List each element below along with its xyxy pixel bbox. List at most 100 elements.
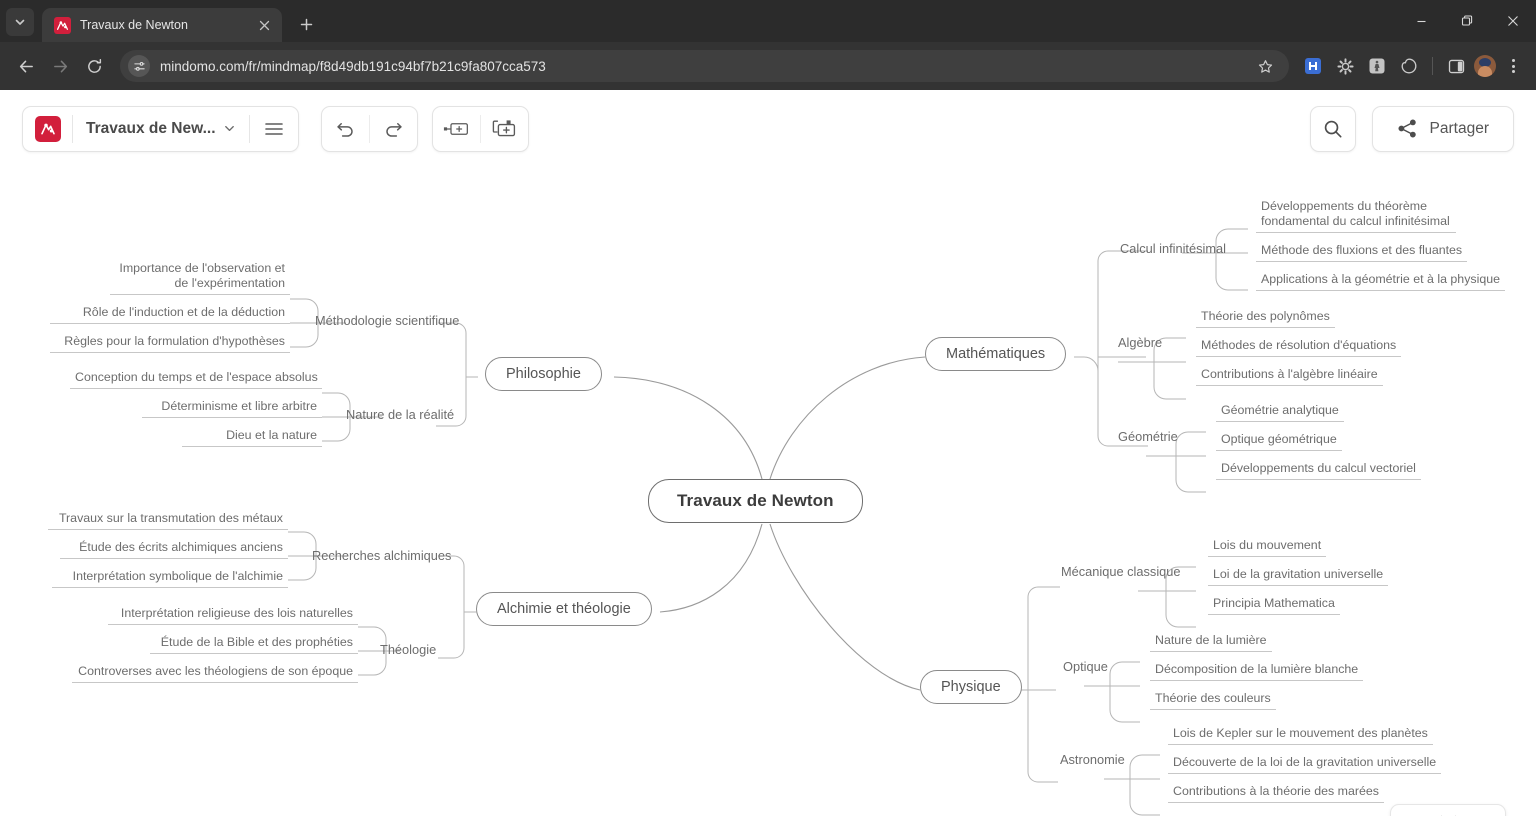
leaf-node[interactable]: Travaux sur la transmutation des métaux	[48, 511, 288, 530]
leaf-node[interactable]: Géométrie analytique	[1216, 403, 1344, 422]
leaf-node[interactable]: Développements du théorème fondamental d…	[1256, 199, 1456, 233]
zoom-out-button[interactable]: −	[1391, 805, 1429, 816]
avatar[interactable]	[1474, 55, 1496, 77]
subtopic-recherches-alchimiques[interactable]: Recherches alchimiques	[312, 548, 452, 563]
mindomo-logo-icon	[54, 16, 71, 34]
minimize-icon	[1417, 20, 1425, 22]
document-title-dropdown[interactable]: Travaux de New...	[73, 120, 249, 138]
leaf-node[interactable]: Développements du calcul vectoriel	[1216, 461, 1421, 480]
leaf-node[interactable]: Découverte de la loi de la gravitation u…	[1168, 755, 1442, 774]
site-settings-icon[interactable]	[128, 55, 150, 77]
bookmark-star-icon[interactable]	[1251, 52, 1279, 80]
subtopic-theologie[interactable]: Théologie	[380, 642, 437, 657]
browser-toolbar: mindomo.com/fr/mindmap/f8d49db191c94bf7b…	[0, 42, 1536, 90]
subtopic-optique[interactable]: Optique	[1063, 659, 1108, 674]
leaf-node[interactable]: Lois du mouvement	[1208, 538, 1327, 557]
leaf-node[interactable]: Lois de Kepler sur le mouvement des plan…	[1168, 726, 1433, 745]
maximize-button[interactable]	[1444, 0, 1490, 42]
side-panel-icon[interactable]	[1442, 52, 1470, 80]
leaf-node[interactable]: Déterminisme et libre arbitre	[142, 399, 322, 418]
tab-search-button[interactable]	[6, 8, 34, 36]
add-sibling-topic-button[interactable]	[433, 107, 480, 151]
leaf-node[interactable]: Principia Mathematica	[1208, 596, 1340, 615]
browser-chrome: Travaux de Newton	[0, 0, 1536, 90]
redo-button[interactable]	[370, 107, 417, 151]
chevron-down-icon	[15, 19, 25, 25]
close-window-button[interactable]	[1490, 0, 1536, 42]
share-button[interactable]: Partager	[1371, 105, 1514, 152]
add-child-topic-button[interactable]	[481, 107, 528, 151]
leaf-node[interactable]: Méthodes de résolution d'équations	[1196, 338, 1402, 357]
branch-node-mathematiques[interactable]: Mathématiques	[925, 337, 1067, 371]
gear-icon[interactable]	[1331, 52, 1359, 80]
reload-button[interactable]	[78, 50, 110, 82]
minimize-button[interactable]	[1398, 0, 1444, 42]
leaf-node[interactable]: Théorie des couleurs	[1150, 691, 1276, 710]
subtopic-algebre[interactable]: Algèbre	[1118, 335, 1163, 350]
leaf-node[interactable]: Rôle de l'induction et de la déduction	[50, 305, 290, 324]
document-title: Travaux de New...	[86, 119, 216, 137]
cookie-extension-icon[interactable]	[1395, 52, 1423, 80]
leaf-node[interactable]: Étude de la Bible et des prophéties	[150, 635, 358, 654]
forward-button[interactable]	[44, 50, 76, 82]
leaf-node[interactable]: Contributions à l'algèbre linéaire	[1196, 367, 1383, 386]
mindomo-logo-icon[interactable]	[35, 115, 61, 142]
document-group: Travaux de New...	[22, 105, 299, 152]
redo-arrow-icon	[385, 122, 402, 137]
browser-tab[interactable]: Travaux de Newton	[42, 8, 282, 42]
leaf-node[interactable]: Dieu et la nature	[182, 428, 322, 447]
leaf-node[interactable]: Loi de la gravitation universelle	[1208, 567, 1389, 586]
app-toolbar: Travaux de New...	[0, 90, 1536, 167]
branch-node-philosophie[interactable]: Philosophie	[485, 357, 602, 391]
subtopic-astronomie[interactable]: Astronomie	[1060, 752, 1125, 767]
new-tab-button[interactable]	[292, 10, 320, 38]
zoom-in-button[interactable]: +	[1467, 805, 1505, 816]
main-menu-button[interactable]	[250, 107, 298, 151]
forward-arrow-icon	[53, 60, 67, 72]
history-group	[320, 105, 418, 152]
leaf-node[interactable]: Interprétation religieuse des lois natur…	[108, 606, 358, 625]
close-icon	[1508, 16, 1518, 26]
leaf-node[interactable]: Contributions à la théorie des marées	[1168, 784, 1384, 803]
plus-icon	[300, 18, 312, 30]
chrome-menu-icon[interactable]	[1500, 52, 1526, 80]
divider	[248, 114, 250, 143]
leaf-node[interactable]: Théorie des polynômes	[1196, 309, 1335, 328]
branch-node-physique[interactable]: Physique	[920, 670, 1022, 704]
leaf-node[interactable]: Étude des écrits alchimiques anciens	[60, 540, 288, 559]
extension-puzzle-icon[interactable]	[1299, 52, 1327, 80]
leaf-node[interactable]: Méthode des fluxions et des fluantes	[1256, 243, 1468, 262]
leaf-node[interactable]: Controverses avec les théologiens de son…	[72, 664, 358, 683]
branch-node-alchimie-theologie[interactable]: Alchimie et théologie	[476, 592, 652, 626]
add-child-topic-icon	[492, 119, 516, 136]
back-button[interactable]	[10, 50, 42, 82]
subtopic-calcul-infinitesimal[interactable]: Calcul infinitésimal	[1120, 241, 1226, 256]
share-icon	[1398, 119, 1416, 138]
leaf-node[interactable]: Interprétation symbolique de l'alchimie	[52, 569, 288, 588]
reader-extension-icon[interactable]	[1363, 52, 1391, 80]
url-text: mindomo.com/fr/mindmap/f8d49db191c94bf7b…	[160, 58, 546, 74]
address-bar[interactable]: mindomo.com/fr/mindmap/f8d49db191c94bf7b…	[120, 50, 1289, 82]
subtopic-nature-de-la-realite[interactable]: Nature de la réalité	[346, 407, 455, 422]
leaf-node[interactable]: Nature de la lumière	[1150, 633, 1272, 652]
reload-icon	[87, 58, 101, 73]
leaf-node[interactable]: Applications à la géométrie et à la phys…	[1256, 272, 1506, 291]
subtopic-geometrie[interactable]: Géométrie	[1118, 429, 1178, 444]
close-icon[interactable]	[254, 15, 274, 35]
leaf-node[interactable]: Importance de l'observation et de l'expé…	[110, 261, 290, 295]
mindmap-canvas[interactable]: Travaux de Newton Mathématiques Calcul i…	[0, 167, 1536, 816]
leaf-node[interactable]: Décomposition de la lumière blanche	[1150, 662, 1364, 681]
root-node[interactable]: Travaux de Newton	[648, 479, 863, 523]
undo-button[interactable]	[322, 107, 369, 151]
divider	[368, 114, 370, 143]
subtopic-mecanique-classique[interactable]: Mécanique classique	[1061, 564, 1181, 579]
subtopic-methodologie-scientifique[interactable]: Méthodologie scientifique	[315, 313, 460, 328]
leaf-node[interactable]: Optique géométrique	[1216, 432, 1342, 451]
leaf-node[interactable]: Règles pour la formulation d'hypothèses	[50, 334, 290, 353]
back-arrow-icon	[19, 60, 33, 72]
tab-strip: Travaux de Newton	[0, 0, 1536, 42]
search-button[interactable]	[1309, 105, 1356, 152]
toolbar-divider	[1432, 57, 1433, 75]
fit-to-screen-button[interactable]	[1429, 805, 1467, 816]
leaf-node[interactable]: Conception du temps et de l'espace absol…	[70, 370, 322, 389]
